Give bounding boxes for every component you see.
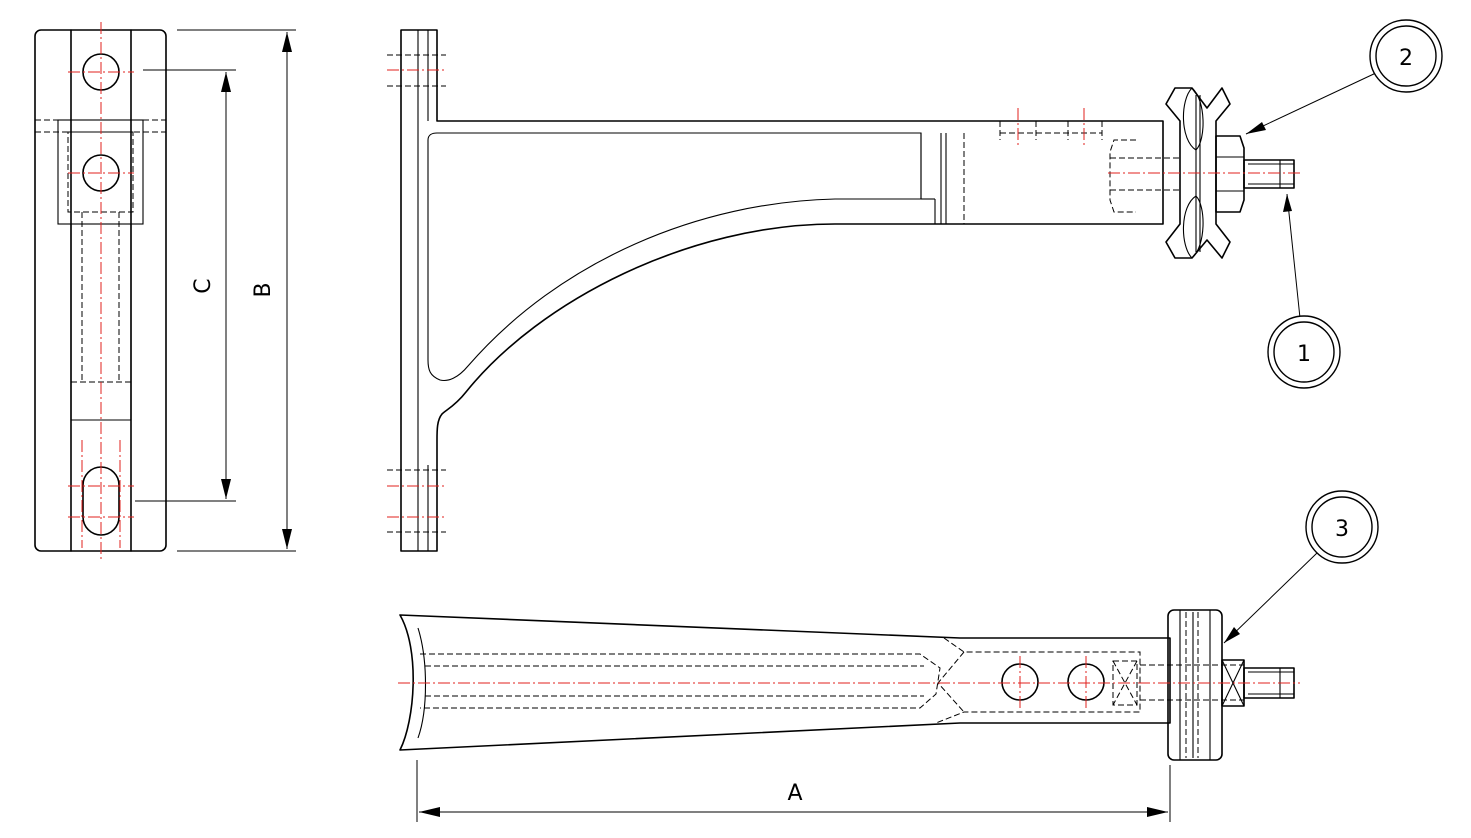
balloon-2: 2 xyxy=(1369,19,1443,93)
dimension-c: C xyxy=(135,69,236,502)
balloon-3-number: 3 xyxy=(1335,517,1349,542)
leader-2 xyxy=(1245,71,1379,135)
dimension-a: A xyxy=(416,760,1171,822)
end-view xyxy=(34,22,167,560)
top-view xyxy=(398,609,1300,761)
side-view xyxy=(387,29,1300,552)
balloon-3: 3 xyxy=(1305,490,1379,564)
dimension-a-label: A xyxy=(787,781,802,806)
dimension-c-label: C xyxy=(191,278,216,293)
balloon-2-number: 2 xyxy=(1399,46,1413,71)
dimension-b-label: B xyxy=(251,282,276,297)
balloon-1-number: 1 xyxy=(1297,342,1311,367)
leader-3 xyxy=(1223,552,1318,644)
balloon-1: 1 xyxy=(1267,315,1341,389)
dimension-b: B xyxy=(177,29,296,552)
leader-1 xyxy=(1286,193,1301,319)
